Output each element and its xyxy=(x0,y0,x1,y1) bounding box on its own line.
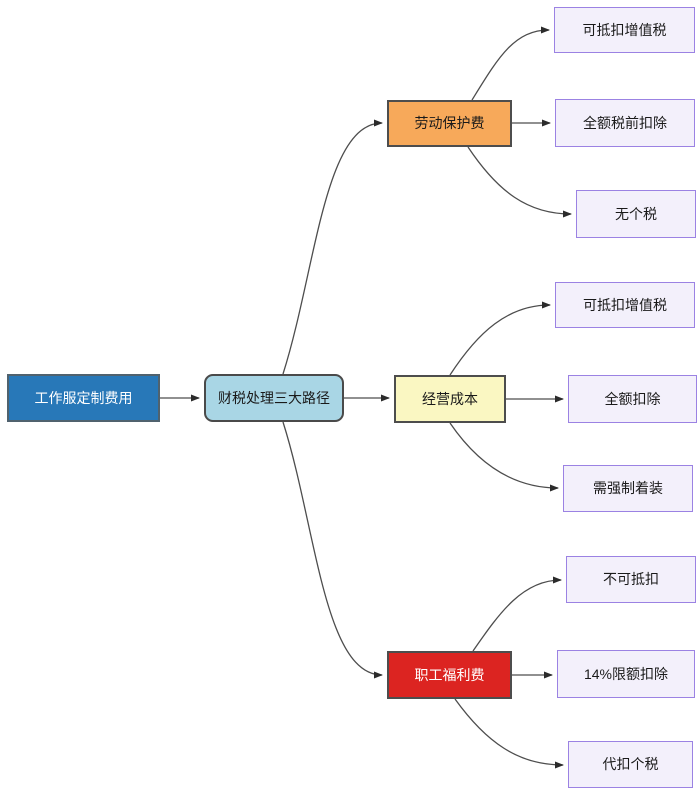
node-leaf-non-deductible: 不可抵扣 xyxy=(566,556,696,603)
edge-cost-to-mandatory xyxy=(449,422,559,492)
node-leaf-deductible-vat-cost: 可抵扣增值税 xyxy=(555,282,695,328)
node-leaf-full-pretax-deduction: 全额税前扣除 xyxy=(555,99,695,147)
node-leaf-full-deduction: 全额扣除 xyxy=(568,375,697,423)
edge-welfare-to-nondeduct xyxy=(472,576,562,652)
edge-hub-to-labor xyxy=(282,119,383,375)
edge-labor-to-deduct-vat xyxy=(471,26,550,101)
node-branch-operating-cost: 经营成本 xyxy=(394,375,506,423)
node-leaf-deductible-vat-labor: 可抵扣增值税 xyxy=(554,7,695,53)
node-leaf-withhold-individual-tax: 代扣个税 xyxy=(568,741,693,788)
node-branch-labor-protection-fee: 劳动保护费 xyxy=(387,100,512,147)
node-hub-three-paths: 财税处理三大路径 xyxy=(204,374,344,422)
node-leaf-14pct-limit-deduction: 14%限额扣除 xyxy=(557,650,695,698)
edge-cost-to-deduct-vat xyxy=(449,301,551,376)
edge-hub-to-welfare xyxy=(282,421,383,679)
node-root-uniform-cost: 工作服定制费用 xyxy=(7,374,160,422)
edge-labor-to-no-iit xyxy=(467,146,572,218)
edge-welfare-to-withhold xyxy=(454,698,564,769)
node-leaf-no-individual-tax: 无个税 xyxy=(576,190,696,238)
node-branch-employee-welfare-fee: 职工福利费 xyxy=(387,651,512,699)
node-leaf-mandatory-dress: 需强制着装 xyxy=(563,465,693,512)
